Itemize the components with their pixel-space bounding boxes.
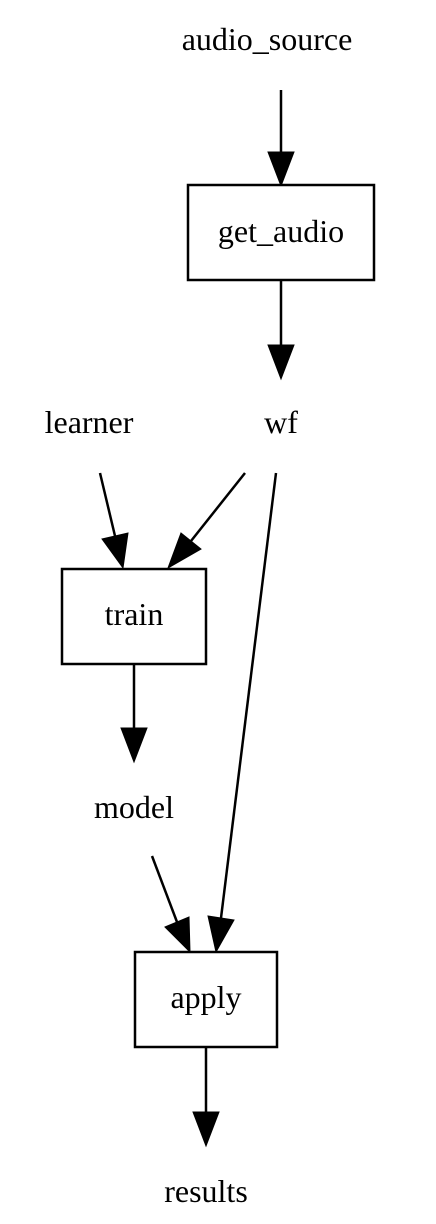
node-label: learner (45, 404, 134, 440)
node-box (186, 183, 376, 282)
edge-audio_source-get_audio (267, 90, 295, 188)
node-label: results (164, 1173, 248, 1209)
edge-get_audio-wf (267, 281, 295, 381)
edge-apply-results (192, 1048, 220, 1148)
edge-wf-train (167, 472, 246, 570)
edge-model-apply (150, 855, 191, 954)
node-label: wf (264, 404, 298, 440)
edges (98, 90, 295, 1148)
edge-train-model (120, 665, 148, 764)
node-label: apply (170, 979, 241, 1015)
edge-learner-train (98, 472, 129, 570)
node-label: model (94, 789, 174, 825)
node-learner: learner (45, 404, 134, 440)
node-model: model (94, 789, 174, 825)
node-box (60, 567, 208, 666)
node-label: get_audio (218, 213, 344, 249)
node-wf: wf (264, 404, 298, 440)
node-label: train (105, 596, 164, 632)
node-label: audio_source (182, 21, 353, 57)
node-train: train (60, 567, 208, 666)
node-results: results (164, 1173, 248, 1209)
node-audio_source: audio_source (182, 21, 353, 57)
edge-wf-apply (207, 472, 278, 954)
node-box (133, 950, 279, 1049)
node-apply: apply (133, 950, 279, 1049)
node-get_audio: get_audio (186, 183, 376, 282)
